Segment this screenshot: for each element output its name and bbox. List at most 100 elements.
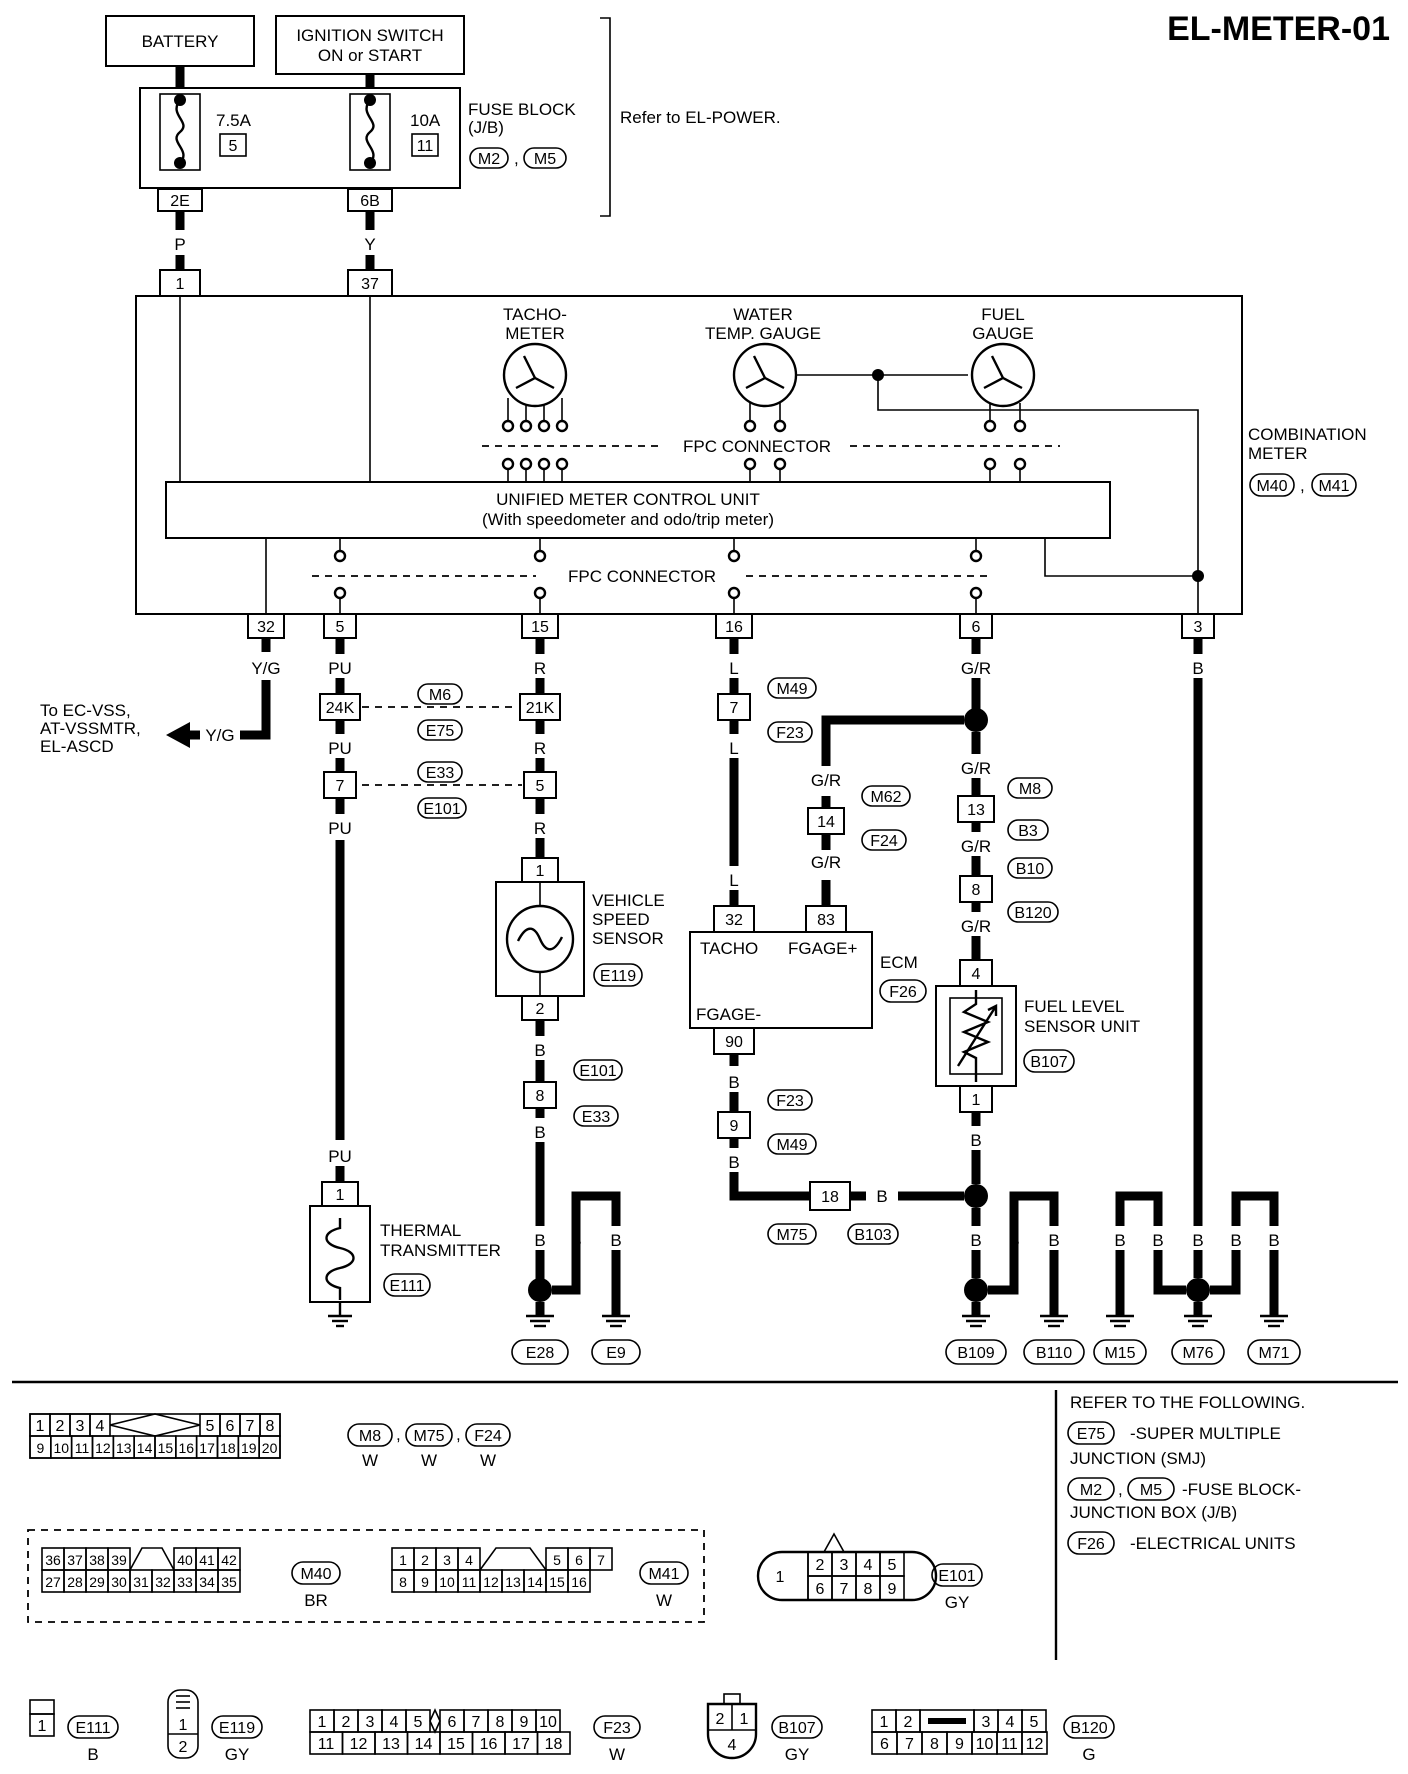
b107-pin-2: 2 [716,1711,725,1728]
unit-label-2: (With speedometer and odo/trip meter) [482,510,774,529]
sensor-sine-icon [505,904,575,974]
conn-m75: M75 [776,1227,807,1244]
e119-pin-1: 1 [179,1717,188,1734]
svg-text:B: B [534,1041,545,1060]
e101-pin-6: 6 [816,1581,825,1598]
svg-text:G/R: G/R [811,771,841,790]
svg-text:L: L [729,659,738,678]
m41-pin-3: 3 [443,1552,451,1568]
fl-pin-4: 4 [972,966,981,983]
smj-links: M6 E75 E33 E101 [362,683,522,819]
svg-text:PU: PU [328,659,352,678]
terminal-6b: 6B [360,193,380,210]
conn-e33: E33 [426,765,455,782]
ignition-switch-box [275,15,465,75]
m41-pin-16: 16 [571,1574,587,1590]
svg-text:,: , [1118,1480,1123,1499]
fgage-circuit: G/R 14 M62 F24 G/R [807,715,964,906]
vss-pin-2: 2 [536,1001,545,1018]
svg-text:B: B [1192,1231,1203,1250]
ecm-fgage-plus: FGAGE+ [788,939,858,958]
fl-conn-b107: B107 [1030,1054,1067,1071]
ecm-pin-32: 32 [725,912,743,929]
power-section: BATTERY IGNITION SWITCH ON or START 7.5A… [105,15,781,297]
svg-text:PU: PU [328,819,352,838]
conn-a-pin-9: 9 [37,1440,45,1456]
svg-text:B: B [1008,1231,1019,1250]
fuel-level-circuit: G/R G/R 13 M8 B3 G/R 8 B10 B120 G/R 4 1 … [935,638,1140,1365]
conn-a-pin-13: 13 [116,1440,132,1456]
e111-pin-1: 1 [38,1718,47,1735]
m41-pin-4: 4 [465,1552,473,1568]
meter-pin-6: 6 [972,619,981,636]
fl-pin-1: 1 [972,1092,981,1109]
m40-pin-30: 30 [111,1574,127,1590]
therm-label-1: THERMAL [380,1221,461,1240]
yg-circuit: Y/G Y/G To EC-VSS, AT-VSSMTR, EL-ASCD [40,638,281,756]
wire-color-p: P [174,235,185,254]
m40-pin-29: 29 [89,1574,105,1590]
meter-pin-15: 15 [531,619,549,636]
f23-pin-8: 8 [496,1714,505,1731]
vss-label-3: SENSOR [592,929,664,948]
svg-text:,: , [456,1425,461,1444]
legend-e111: E111 [76,1720,111,1737]
m40-pin-37: 37 [67,1552,83,1568]
fpc-connector-lower: FPC CONNECTOR [568,567,716,586]
conn-a-pin-1: 1 [36,1418,45,1435]
legend-m75: M75 [413,1428,444,1445]
wire-color-yg-2: Y/G [205,726,234,745]
f23-pin-16: 16 [480,1736,498,1753]
conn-a-pin-14: 14 [137,1440,153,1456]
connector-21k: 21K [526,700,555,717]
svg-text:R: R [534,659,546,678]
refer-m5: M5 [1140,1482,1162,1499]
ecm-pin-83: 83 [817,912,835,929]
legend-f23-color: W [609,1745,625,1764]
ground-icon [1184,1314,1212,1328]
f23-pin-10: 10 [539,1714,557,1731]
meter-pin-32: 32 [257,619,275,636]
ground-m71: M71 [1258,1345,1289,1362]
m40-pin-32: 32 [155,1574,171,1590]
e101-pin-2: 2 [816,1557,825,1574]
legend-f23: F23 [603,1720,631,1737]
legend-f24-color: W [480,1451,496,1470]
m40-pin-36: 36 [45,1552,61,1568]
conn-m49: M49 [776,681,807,698]
therm-label-2: TRANSMITTER [380,1241,501,1260]
legend-m41-color: W [656,1591,672,1610]
tachometer-icon [501,342,569,433]
refer-f26-line1: -ELECTRICAL UNITS [1130,1534,1296,1553]
e101-pin-4: 4 [864,1557,873,1574]
conn-a-pin-19: 19 [241,1440,257,1456]
conn-a-pin-10: 10 [53,1440,69,1456]
svg-text:L: L [729,739,738,758]
fuse-block-conn-2: M5 [534,151,556,168]
svg-text:B: B [1048,1231,1059,1250]
f23-pin-7: 7 [472,1714,481,1731]
fpc-connector-upper: FPC CONNECTOR [683,437,831,456]
f23-pin-3: 3 [366,1714,375,1731]
conn-e75: E75 [426,723,455,740]
connector-18: 18 [821,1189,839,1206]
m41-pin-11: 11 [462,1574,477,1590]
fpc-lower-pins [333,538,983,614]
svg-text:PU: PU [328,739,352,758]
conn-b103: B103 [854,1227,891,1244]
terminal-2e: 2E [170,193,190,210]
svg-text:PU: PU [328,1147,352,1166]
svg-text:B: B [876,1187,887,1206]
to-label-1: To EC-VSS, [40,701,131,720]
combination-meter: TACHO- METER WATER TEMP. GAUGE [135,295,1367,615]
ground-icon [1040,1314,1068,1328]
legend-e101-color: GY [945,1593,970,1612]
legend-e111-color: B [87,1745,98,1764]
ground-b109: B109 [957,1345,994,1362]
svg-text:B: B [610,1231,621,1250]
conn-b120: B120 [1014,905,1051,922]
legend-e119: E119 [219,1720,255,1737]
legend-b107-color: GY [785,1745,810,1764]
combo-label-2: METER [1248,444,1308,463]
